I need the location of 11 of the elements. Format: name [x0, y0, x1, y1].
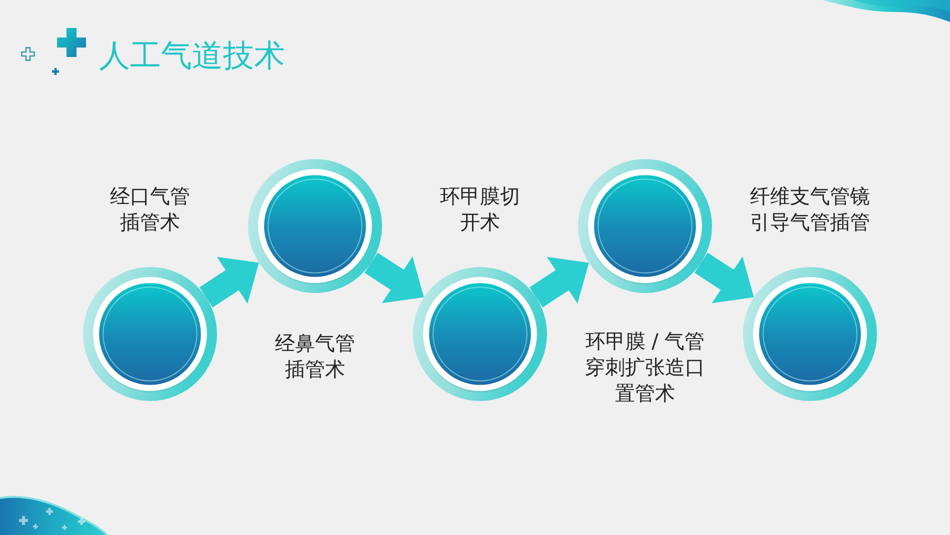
step-circle [743, 267, 877, 401]
step-circle [578, 159, 712, 293]
step-label: 环甲膜 / 气管穿刺扩张造口置管术 [584, 328, 706, 406]
step-circle [83, 267, 217, 401]
slide-title: 人工气道技术 [99, 37, 285, 76]
step-label: 环甲膜切开术 [439, 183, 521, 235]
step-circle [248, 159, 382, 293]
step-label: 经口气管插管术 [109, 183, 191, 235]
step-label: 纤维支气管镜引导气管插管 [749, 183, 871, 235]
step-circle [413, 267, 547, 401]
step-label: 经鼻气管插管术 [274, 330, 356, 382]
